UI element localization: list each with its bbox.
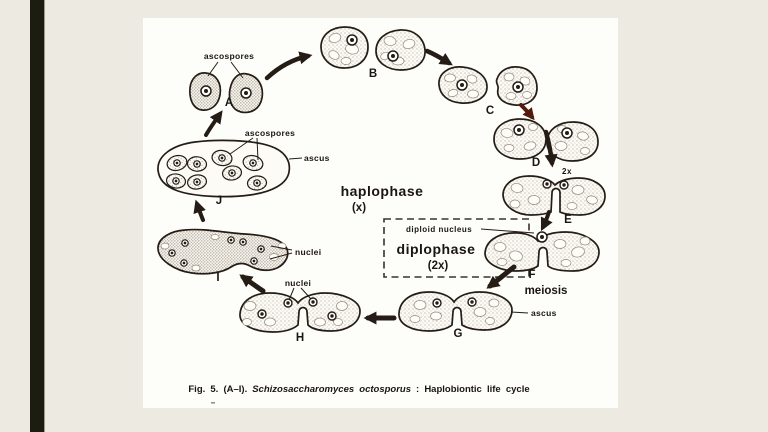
cell-a-pair (189, 72, 264, 114)
vacuoles (493, 236, 591, 267)
meiosis-label: meiosis (525, 285, 568, 297)
vacuoles (444, 73, 479, 99)
ascus-label-j: ascus (304, 153, 330, 163)
nucleus (512, 81, 524, 93)
stage-label-g: G (454, 328, 463, 340)
stage-label-e: E (564, 214, 572, 226)
nucleus (387, 50, 399, 62)
stage-label-c: C (486, 105, 494, 117)
arrow-h-to-i (239, 274, 266, 294)
ploidy-2x-label: 2x (562, 167, 572, 176)
nucleus (513, 124, 525, 136)
stage-label-h: H (296, 332, 304, 344)
nuclei-label-i: nuclei (295, 247, 321, 257)
ascospores-label-top: ascospores (204, 51, 254, 61)
nucleus (561, 127, 573, 139)
left-accent-bar (30, 0, 45, 432)
haplophase-label: haplophase (341, 183, 424, 199)
cell-f (484, 231, 600, 272)
arrow-i-to-j (193, 199, 206, 222)
cell-d-pair (493, 118, 599, 162)
figure-caption: Fig. 5. (A–I).Schizosaccharomyces octosp… (188, 384, 529, 395)
arrow-c-to-d (519, 103, 535, 121)
stage-label-a: A (225, 97, 233, 109)
ascus-label-g: ascus (531, 308, 557, 318)
stage-label-i: I (216, 272, 219, 284)
cycle-arrows (193, 48, 558, 325)
nuclei-label-h: nuclei (285, 278, 311, 288)
stage-label-d: D (532, 157, 540, 169)
arrow-a-to-b (264, 51, 313, 81)
diploid-nucleus (536, 231, 548, 243)
arrow-e-to-f (540, 210, 553, 232)
stage-label-f: F (528, 269, 535, 281)
ascospores-label-j: ascospores (245, 128, 295, 138)
cell-b-pair (320, 26, 426, 71)
vacuoles (503, 72, 532, 100)
arrow-j-to-a (204, 110, 223, 137)
vacuoles (409, 298, 500, 325)
cell-j-ascus (157, 139, 291, 198)
stage-label-b: B (369, 68, 377, 80)
arrow-d-to-e (543, 129, 558, 168)
diplophase-2x-label: (2x) (428, 260, 449, 272)
arrow-f-to-g (486, 264, 517, 289)
stage-label-j: J (216, 195, 222, 207)
vacuoles (500, 123, 538, 152)
cell-c-pair (438, 66, 538, 106)
diplophase-label: diplophase (397, 241, 476, 257)
arrow-b-to-c (424, 48, 453, 66)
nucleus (456, 79, 468, 91)
vacuoles (328, 32, 359, 65)
stray-mark (211, 402, 215, 404)
vacuoles (242, 301, 348, 327)
haplophase-x-label: (x) (352, 202, 366, 214)
leader-lines (207, 61, 535, 314)
cell-e (502, 175, 606, 216)
cell-h (239, 292, 361, 333)
diploid-nucleus-label: diploid nucleus (406, 225, 472, 234)
cell-g (398, 291, 513, 332)
vacuoles (509, 183, 598, 210)
cell-i (157, 228, 289, 275)
nucleus (346, 34, 358, 46)
